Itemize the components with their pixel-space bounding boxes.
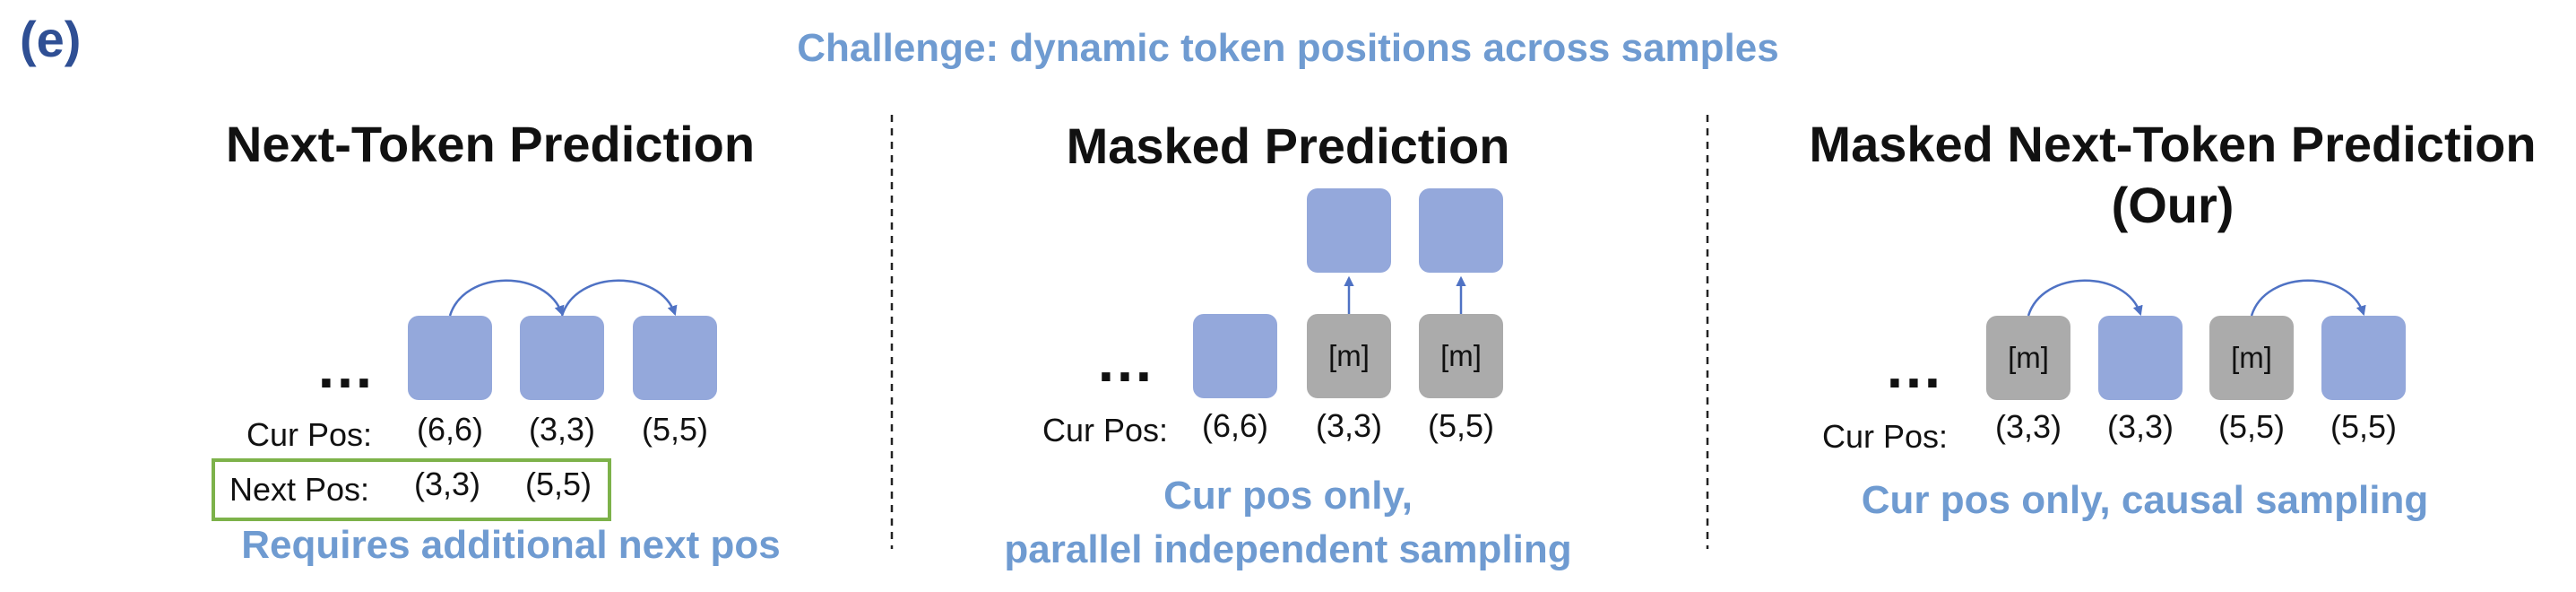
- mntp-mask-token-1: [1986, 316, 2070, 400]
- ntp-token-3: [633, 316, 717, 400]
- ntp-cur-pos-2: (3,3): [529, 411, 595, 448]
- mntp-arrow-2: [2250, 279, 2366, 317]
- mntp-token-1: [2098, 316, 2183, 400]
- mntp-cur-pos-4: (5,5): [2330, 408, 2397, 445]
- panel-masked-next-token-prediction: Masked Next-Token Prediction (Our) … [m]…: [1809, 116, 2536, 522]
- mp-caption-line-1: Cur pos only,: [1163, 474, 1413, 518]
- mntp-title-line-1: Masked Next-Token Prediction: [1809, 116, 2536, 172]
- mp-title: Masked Prediction: [1067, 118, 1510, 174]
- mp-cur-pos-1: (6,6): [1202, 407, 1268, 444]
- mntp-title-line-2: (Our): [2112, 177, 2235, 233]
- mp-mask-label-1: [m]: [1328, 339, 1370, 372]
- mntp-cur-pos-2: (3,3): [2107, 408, 2174, 445]
- mntp-cur-pos-1: (3,3): [1995, 408, 2062, 445]
- ntp-caption: Requires additional next pos: [241, 523, 780, 567]
- mp-mask-token-2: [1419, 314, 1503, 398]
- ntp-arrow-1: [448, 279, 565, 317]
- ntp-next-pos-frame: [212, 458, 611, 521]
- mp-predicted-token-1: [1307, 188, 1391, 273]
- mp-cur-pos-3: (5,5): [1428, 407, 1494, 444]
- mntp-mask-label-2: [m]: [2231, 341, 2272, 374]
- mp-ellipsis: …: [1095, 327, 1154, 394]
- ntp-title: Next-Token Prediction: [226, 116, 755, 172]
- mp-token-1: [1193, 314, 1277, 398]
- mp-predicted-token-2: [1419, 188, 1503, 273]
- ntp-token-1: [408, 316, 492, 400]
- ntp-cur-pos-label: Cur Pos:: [246, 416, 372, 453]
- panel-masked-prediction: Masked Prediction … [m] [m] Cur Pos: (6,…: [1004, 118, 1571, 571]
- mntp-ellipsis: …: [1884, 334, 1943, 400]
- mp-caption-line-2: parallel independent sampling: [1004, 527, 1571, 571]
- mp-mask-token-1: [1307, 314, 1391, 398]
- mp-cur-pos-2: (3,3): [1316, 407, 1382, 444]
- panel-next-token-prediction: Next-Token Prediction … Cur Pos: (6,6) (…: [212, 116, 781, 567]
- mp-cur-pos-label: Cur Pos:: [1042, 412, 1168, 448]
- ntp-token-2: [520, 316, 604, 400]
- ntp-next-pos-2: (5,5): [525, 466, 592, 502]
- diagram-header: Challenge: dynamic token positions acros…: [797, 26, 1778, 70]
- mntp-cur-pos-label: Cur Pos:: [1822, 418, 1948, 455]
- mntp-token-2: [2321, 316, 2406, 400]
- mntp-cur-pos-3: (5,5): [2218, 408, 2285, 445]
- mntp-caption: Cur pos only, causal sampling: [1862, 478, 2428, 522]
- ntp-arrow-2: [560, 279, 678, 317]
- mntp-mask-token-2: [2209, 316, 2294, 400]
- ntp-cur-pos-1: (6,6): [417, 411, 483, 448]
- ntp-next-pos-1: (3,3): [414, 466, 480, 502]
- mp-mask-label-2: [m]: [1440, 339, 1482, 372]
- ntp-cur-pos-3: (5,5): [642, 411, 708, 448]
- panel-label: (e): [20, 11, 81, 67]
- ntp-ellipsis: …: [316, 334, 375, 400]
- mntp-arrow-1: [2027, 279, 2143, 317]
- mntp-mask-label-1: [m]: [2008, 341, 2049, 374]
- ntp-next-pos-label: Next Pos:: [229, 471, 369, 508]
